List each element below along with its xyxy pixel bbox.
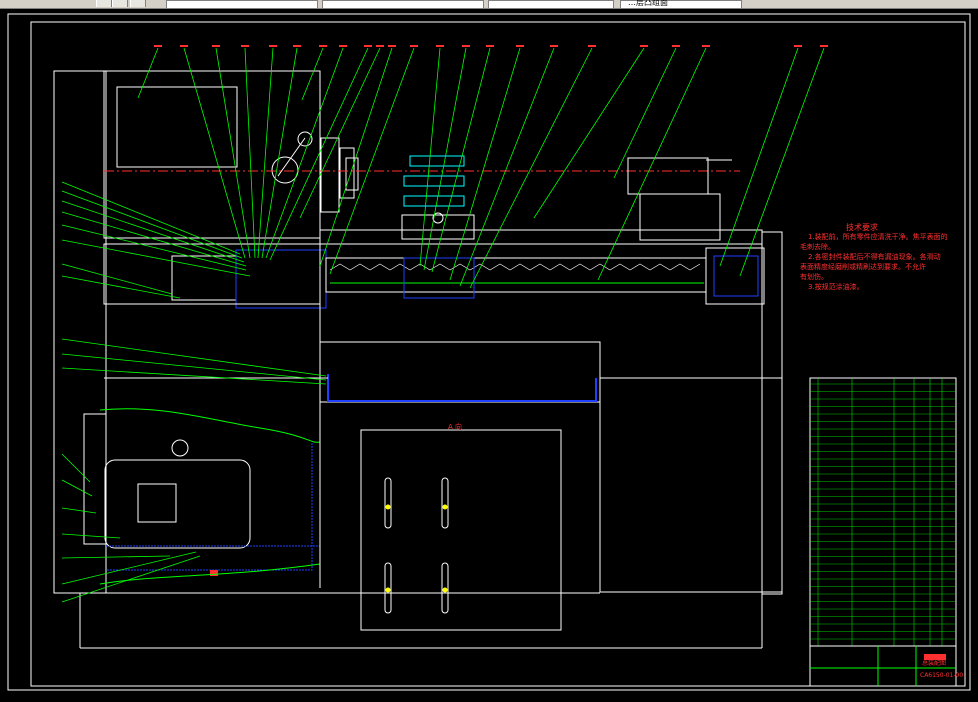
leadscrew-housing xyxy=(325,257,707,293)
outer-border xyxy=(7,13,971,691)
drawing-canvas[interactable]: 技术要求 1.装配前，所有零件应清洗干净。焦平表面的 毛刺去除。 2.各密封件装… xyxy=(0,8,978,702)
note-line: 2.各密封件装配后不得有漏油现象。各滑动 xyxy=(808,253,941,261)
bed-top xyxy=(319,229,763,245)
carriage xyxy=(401,214,475,240)
apron xyxy=(403,257,475,299)
title-block xyxy=(809,645,957,687)
handwheel-2 xyxy=(297,131,313,147)
toolbar-button[interactable] xyxy=(112,0,128,7)
headstock xyxy=(103,70,321,239)
toolbar-button[interactable] xyxy=(96,0,112,7)
cad-drawing xyxy=(7,13,971,691)
motor xyxy=(104,459,251,549)
lineweight-dropdown[interactable] xyxy=(620,0,742,9)
spindle-flange xyxy=(320,137,340,213)
control-panel xyxy=(116,86,238,168)
notes-title: 技术要求 xyxy=(846,223,878,232)
title-stamp: 总装配图 xyxy=(922,660,947,667)
right-bearing xyxy=(705,247,765,305)
note-line: 1.装配前，所有零件应清洗干净。焦平表面的 xyxy=(808,233,948,241)
layer-dropdown[interactable] xyxy=(166,0,318,9)
left-column xyxy=(53,70,107,594)
note-line: 3.按规范涂油漆。 xyxy=(808,283,864,291)
handwheel-1 xyxy=(271,156,299,184)
note-line: 毛刺去除。 xyxy=(800,243,835,251)
tailstock xyxy=(627,157,709,195)
drawing-number: CA6150-01-00 xyxy=(920,672,964,679)
bed-support xyxy=(319,341,601,403)
color-dropdown[interactable] xyxy=(322,0,484,9)
gearbox xyxy=(235,249,327,309)
parts-list xyxy=(809,377,957,647)
view-a-label: A 向 xyxy=(448,423,463,431)
note-line: 有划伤。 xyxy=(800,273,828,281)
toolbar-button[interactable] xyxy=(130,0,146,7)
linetype-dropdown[interactable] xyxy=(488,0,614,9)
view-a-plate xyxy=(360,429,562,631)
cad-toolbar: …层凸组面 xyxy=(0,0,978,9)
cabinet-right xyxy=(599,377,783,593)
inner-border xyxy=(30,21,966,687)
layer-text: …层凸组面 xyxy=(628,0,668,7)
note-line: 表面精度经磨削或精刷达到要求。不允许 xyxy=(800,263,926,271)
